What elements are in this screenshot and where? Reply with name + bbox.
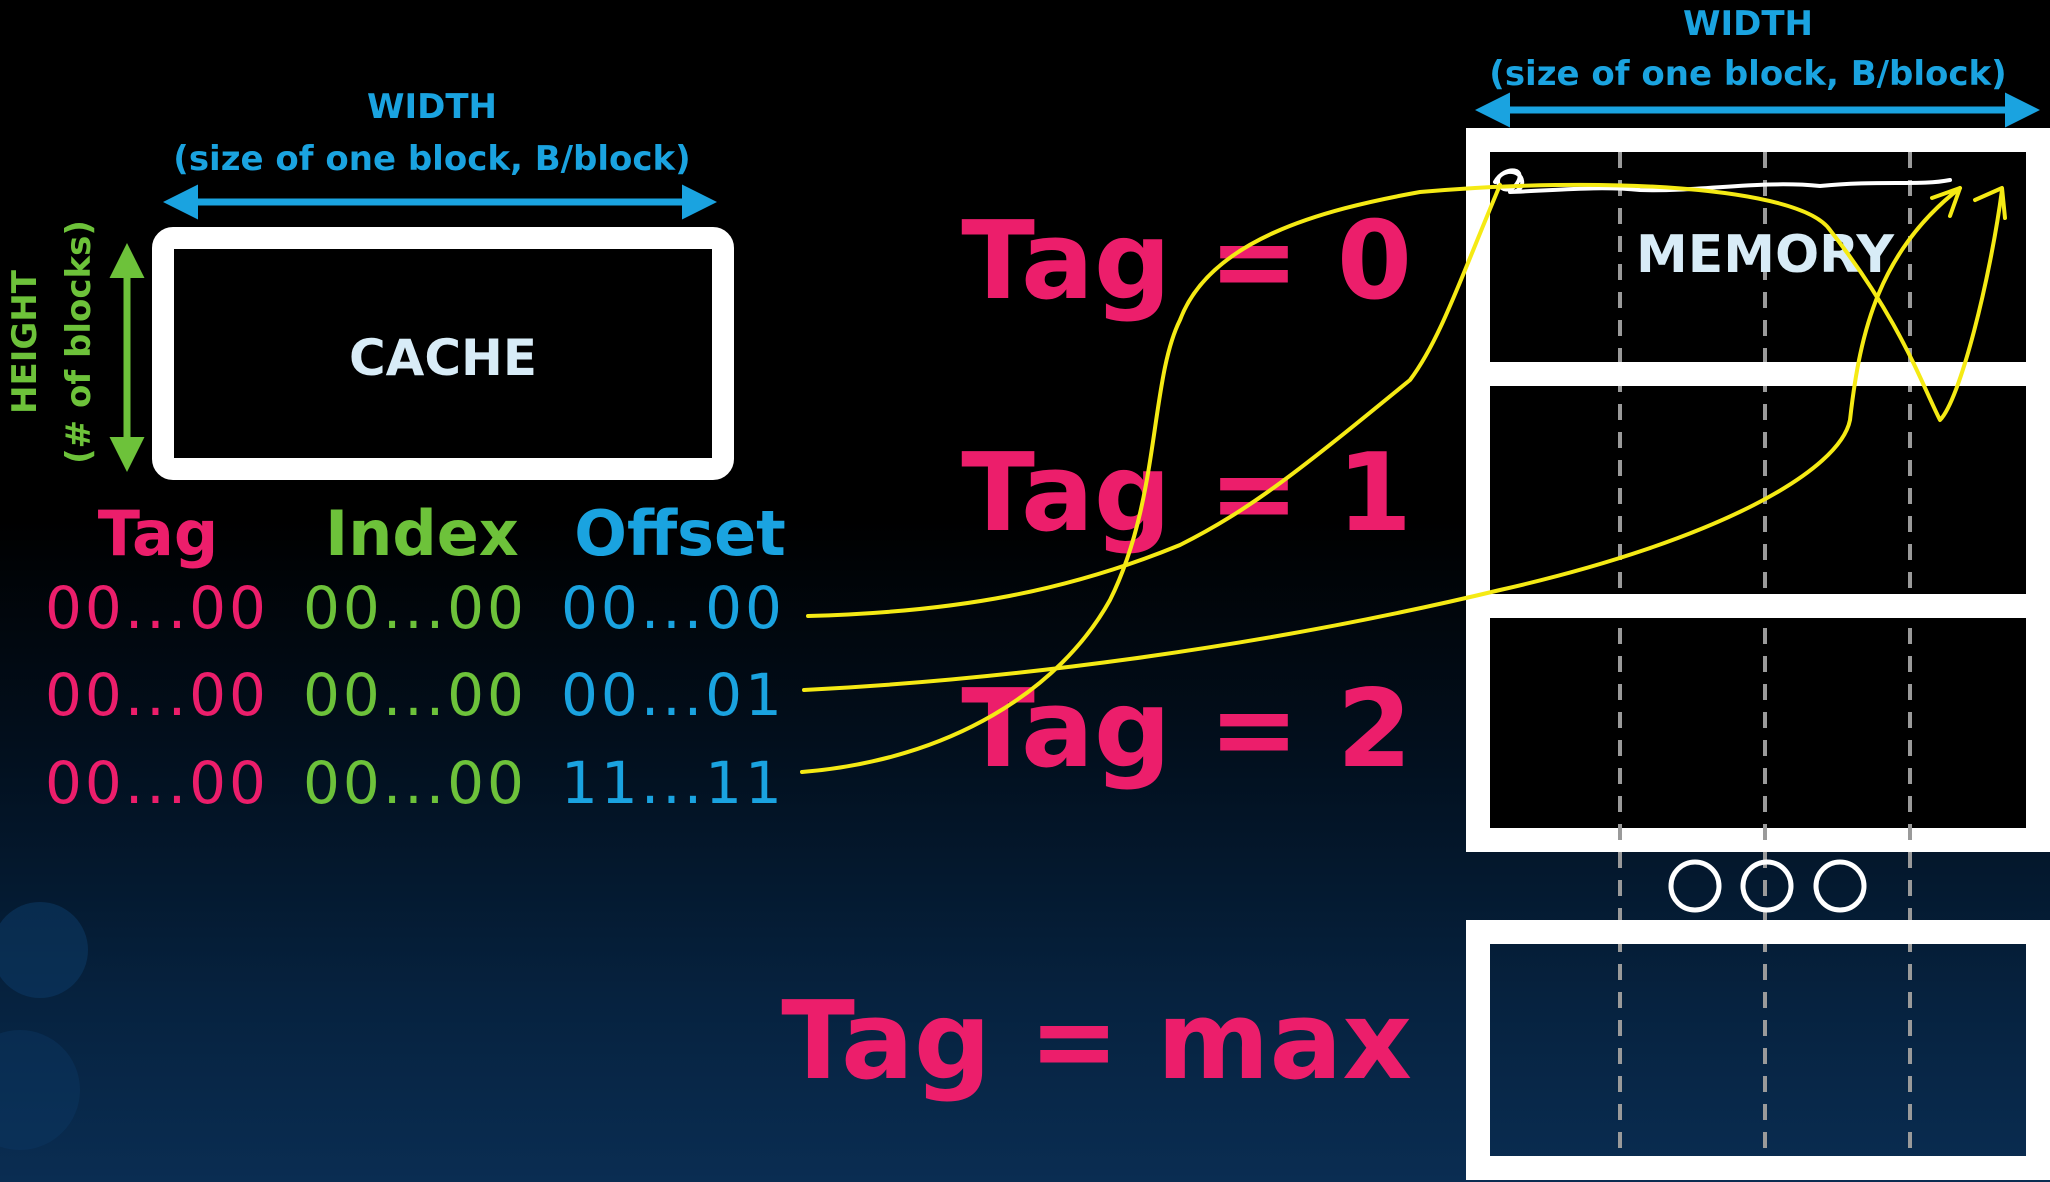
cache-width-subtitle: (size of one block, B/block)	[173, 139, 690, 179]
cache-height-dimension: HEIGHT (# of blocks)	[5, 220, 145, 472]
ellipsis-dot	[1813, 859, 1867, 913]
tag-2-label: Tag = 2	[961, 667, 1412, 792]
index-header: Index	[325, 497, 519, 570]
memory-label: MEMORY	[1636, 225, 1895, 285]
memory-width-subtitle: (size of one block, B/block)	[1489, 54, 2006, 94]
row-3-offset: 11...11	[561, 749, 785, 817]
tag-labels: Tag = 0 Tag = 1 Tag = 2 Tag = max	[781, 199, 1412, 1104]
arrowhead	[1930, 186, 1962, 218]
memory-last-block	[1466, 920, 2050, 1180]
memory-width-title: WIDTH	[1683, 4, 1813, 44]
cache-height-title: HEIGHT	[5, 269, 45, 414]
memory-column-guides	[1618, 152, 1912, 1160]
tag-header: Tag	[98, 497, 219, 570]
row-2-offset: 00...01	[561, 661, 785, 729]
memory-box: MEMORY	[1466, 128, 2050, 1180]
row-3-index: 00...00	[303, 749, 527, 817]
arrow-offset-max	[800, 182, 2004, 774]
memory-frame	[1466, 128, 2050, 852]
memory-ellipsis	[1668, 859, 1867, 913]
offset-header: Offset	[574, 497, 786, 570]
cache-width-title: WIDTH	[367, 87, 497, 127]
cache-box: CACHE	[152, 227, 734, 480]
cache-label: CACHE	[349, 329, 537, 387]
row-1-offset: 00...00	[561, 574, 785, 642]
ellipsis-dot	[1668, 859, 1722, 913]
cache-height-subtitle: (# of blocks)	[59, 220, 99, 464]
tag-1-label: Tag = 1	[961, 431, 1412, 556]
row-3-tag: 00...00	[45, 749, 269, 817]
cache-width-dimension: WIDTH (size of one block, B/block)	[163, 87, 717, 220]
address-row: 00...00 00...00 00...01	[45, 661, 785, 729]
arrow-offset-1	[802, 186, 1962, 692]
tag-max-label: Tag = max	[781, 979, 1412, 1104]
address-headers: Tag Index Offset	[98, 497, 786, 570]
background-blobs	[0, 902, 88, 1150]
row-1-tag: 00...00	[45, 574, 269, 642]
arrowhead	[1973, 186, 2007, 220]
row-1-index: 00...00	[303, 574, 527, 642]
address-row: 00...00 00...00 00...00	[45, 574, 785, 642]
address-row: 00...00 00...00 11...11	[45, 749, 785, 817]
arrow-offset-0	[806, 183, 1502, 618]
annotations	[800, 168, 2007, 774]
row-2-tag: 00...00	[45, 661, 269, 729]
row-2-index: 00...00	[303, 661, 527, 729]
memory-width-dimension: WIDTH (size of one block, B/block)	[1475, 4, 2040, 128]
ellipsis-dot	[1740, 859, 1794, 913]
